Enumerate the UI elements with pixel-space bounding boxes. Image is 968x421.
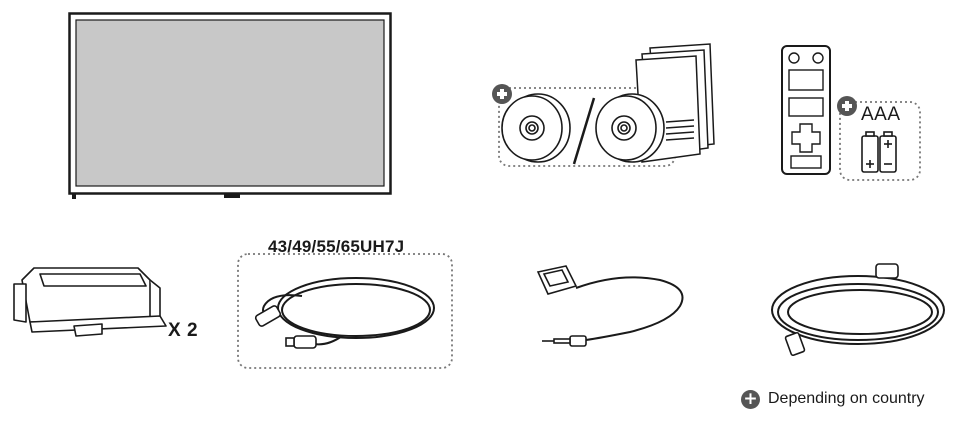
plus-circle-icon [492, 84, 512, 104]
cable-holder [10, 262, 170, 342]
cd-disc-icon [501, 93, 571, 163]
rs232c-cable [530, 262, 700, 354]
legend-text: Depending on country [768, 390, 925, 407]
battery-group [834, 92, 924, 184]
quantity-label: X 2 [168, 320, 199, 341]
plus-circle-icon: + [741, 389, 760, 409]
cd-manual-group [490, 40, 730, 180]
legend: + Depending on country [741, 388, 925, 410]
cd-disc-icon [595, 93, 665, 163]
battery-type-label: AAA [861, 104, 901, 125]
model-cable-group [232, 248, 458, 372]
dsub-connector-icon [536, 265, 578, 295]
battery-icon [861, 131, 897, 173]
audio-plug-icon [542, 335, 587, 347]
plus-circle-icon [837, 96, 857, 116]
power-cord [758, 262, 948, 362]
model-label: 43/49/55/65UH7J [268, 237, 405, 256]
monitor-display [68, 12, 398, 208]
power-plug-icon [784, 263, 899, 357]
cable-connector-icon [254, 305, 317, 349]
remote-control [780, 44, 836, 176]
